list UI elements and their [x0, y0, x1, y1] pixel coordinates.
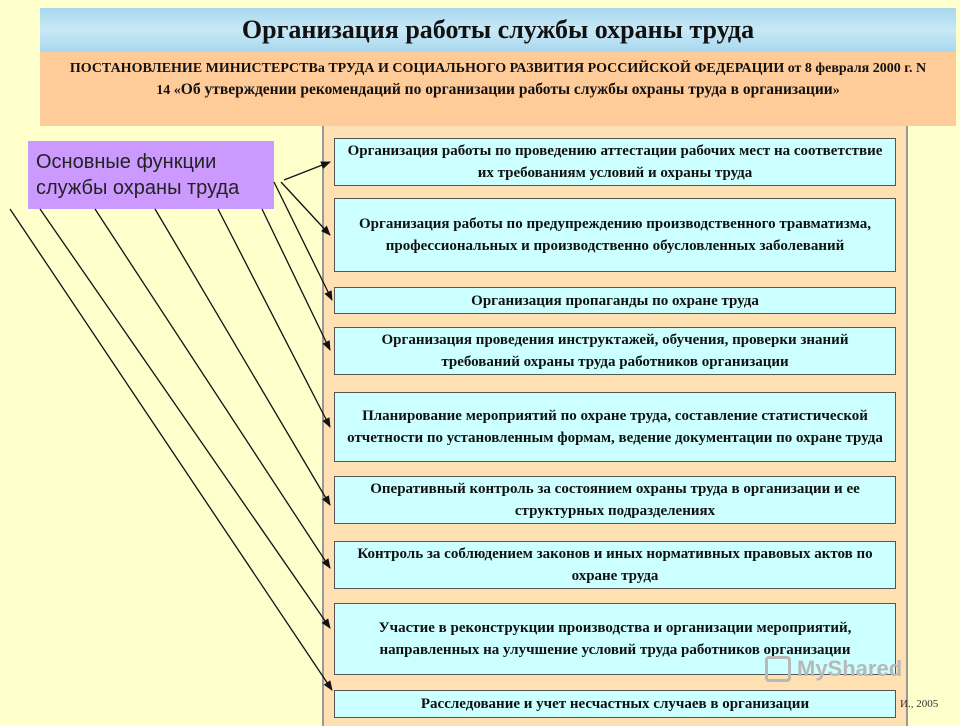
arrow-to-function-3 [273, 181, 333, 301]
function-box: Оперативный контроль за состоянием охран… [334, 476, 896, 524]
arrow-to-function-2 [280, 181, 331, 236]
arrow-to-function-4 [261, 208, 331, 351]
decree-text-title: Об утверждении рекомендаций по организац… [180, 81, 833, 98]
function-box: Контроль за соблюдением законов и иных н… [334, 541, 896, 589]
function-box: Организация пропаганды по охране труда [334, 287, 896, 314]
presentation-icon [765, 656, 791, 682]
function-box: Планирование мероприятий по охране труда… [334, 392, 896, 462]
decree-text-start: ПОСТАНОВЛЕНИЕ МИНИСТЕРСТВа ТРУДА И СОЦИА… [69, 61, 927, 98]
arrow-to-function-7 [94, 208, 331, 569]
function-box: Расследование и учет несчастных случаев … [334, 690, 896, 718]
footer-credit: И., 2005 [900, 698, 939, 710]
arrow-to-function-6 [154, 208, 331, 506]
function-box: Организация работы по предупреждению про… [334, 198, 896, 272]
watermark-text: MyShared [797, 656, 903, 681]
page-title: Организация работы службы охраны труда [40, 8, 956, 52]
decree-reference: ПОСТАНОВЛЕНИЕ МИНИСТЕРСТВа ТРУДА И СОЦИА… [40, 52, 956, 126]
arrow-to-function-8 [39, 208, 331, 629]
watermark: MyShared [765, 656, 902, 682]
arrow-to-function-9 [9, 208, 333, 691]
function-box: Участие в реконструкции производства и о… [334, 603, 896, 675]
arrow-to-function-1 [283, 161, 331, 181]
decree-text-end: » [832, 83, 840, 98]
function-box: Организация работы по проведению аттеста… [334, 138, 896, 186]
main-functions-label: Основные функции службы охраны труда [28, 141, 274, 209]
function-box: Организация проведения инструктажей, обу… [334, 327, 896, 375]
arrow-to-function-5 [217, 208, 331, 428]
